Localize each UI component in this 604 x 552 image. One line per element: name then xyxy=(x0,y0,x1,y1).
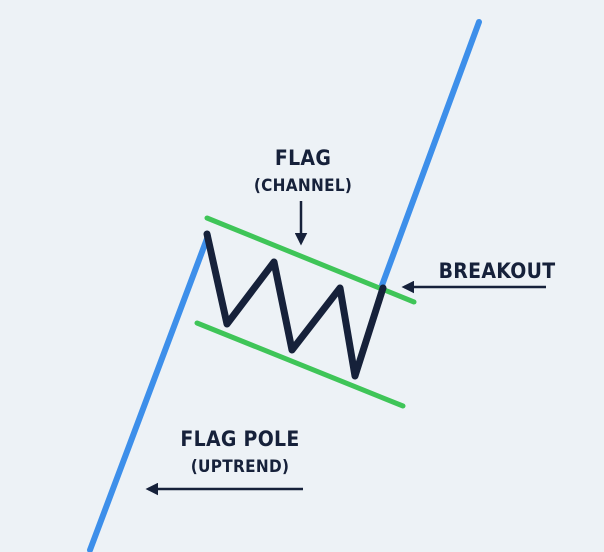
channel-lower-line xyxy=(194,320,406,409)
flag-subtitle: (CHANNEL) xyxy=(253,176,353,196)
flag-pole-title: FLAG POLE xyxy=(180,427,300,451)
flag-pole-line xyxy=(87,233,211,552)
flag-title: FLAG xyxy=(274,146,332,170)
flag-pole-subtitle: (UPTREND) xyxy=(190,457,290,477)
breakout-trend-line xyxy=(378,19,482,291)
price-zigzag-line xyxy=(203,230,387,380)
breakout-label: BREAKOUT xyxy=(438,259,556,283)
